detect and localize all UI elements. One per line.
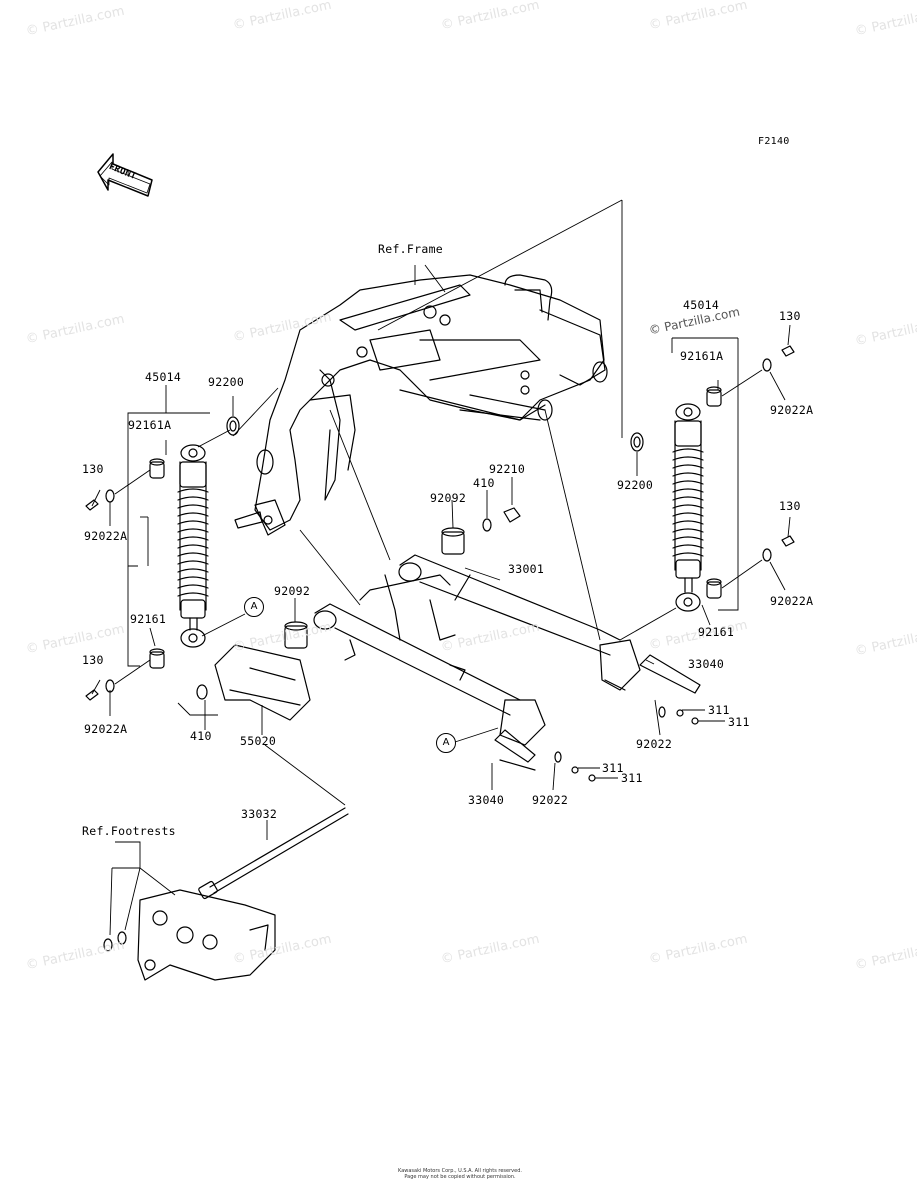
ref-footrests-label: Ref.Footrests xyxy=(82,824,176,838)
frame xyxy=(234,274,608,536)
part-label: 92161A xyxy=(680,349,724,363)
part-label: 33040 xyxy=(688,657,725,671)
part-label: 92161A xyxy=(128,418,172,432)
copyright-footer: Kawasaki Motors Corp., U.S.A. All rights… xyxy=(300,1168,620,1180)
part-label: 92022 xyxy=(636,737,673,751)
circle-ref-a: A xyxy=(244,597,264,617)
part-label: 311 xyxy=(602,761,624,775)
part-label: 33001 xyxy=(508,562,545,576)
part-label: 311 xyxy=(621,771,643,785)
diagram-code: F2140 xyxy=(758,136,790,147)
part-label: 45014 xyxy=(683,298,720,312)
part-label: 55020 xyxy=(240,734,277,748)
part-label: 92161 xyxy=(698,625,735,639)
copyright-line-1: Kawasaki Motors Corp., U.S.A. All rights… xyxy=(398,1168,522,1174)
part-label: 33032 xyxy=(241,807,278,821)
part-label: 311 xyxy=(708,703,730,717)
part-label: 92022A xyxy=(770,403,814,417)
part-label: 92022A xyxy=(84,529,128,543)
part-label: 130 xyxy=(82,462,104,476)
front-arrow-icon xyxy=(97,153,153,197)
part-label: 92200 xyxy=(617,478,654,492)
part-label: 410 xyxy=(473,476,495,490)
footrest-bracket xyxy=(103,889,276,981)
ref-frame-label: Ref.Frame xyxy=(378,242,444,256)
copyright-line-2: Page may not be copied without permissio… xyxy=(404,1174,516,1180)
part-label: 92022 xyxy=(532,793,569,807)
pivot-shaft xyxy=(198,807,349,900)
shock-absorber-left xyxy=(177,444,209,648)
part-label: 92200 xyxy=(208,375,245,389)
part-label: 92161 xyxy=(130,612,167,626)
part-label: 92022A xyxy=(84,722,128,736)
part-label: 311 xyxy=(728,715,750,729)
part-label: 92092 xyxy=(430,491,467,505)
part-label: 92022A xyxy=(770,594,814,608)
part-label: 410 xyxy=(190,729,212,743)
swingarm xyxy=(313,554,641,746)
part-label: 130 xyxy=(82,653,104,667)
part-label: 45014 xyxy=(145,370,182,384)
part-label: 130 xyxy=(779,309,801,323)
part-label: 130 xyxy=(779,499,801,513)
part-label: 33040 xyxy=(468,793,505,807)
part-label: 92210 xyxy=(489,462,526,476)
shock-absorber-right xyxy=(672,403,704,612)
circle-ref-a: A xyxy=(436,733,456,753)
part-label: 92092 xyxy=(274,584,311,598)
